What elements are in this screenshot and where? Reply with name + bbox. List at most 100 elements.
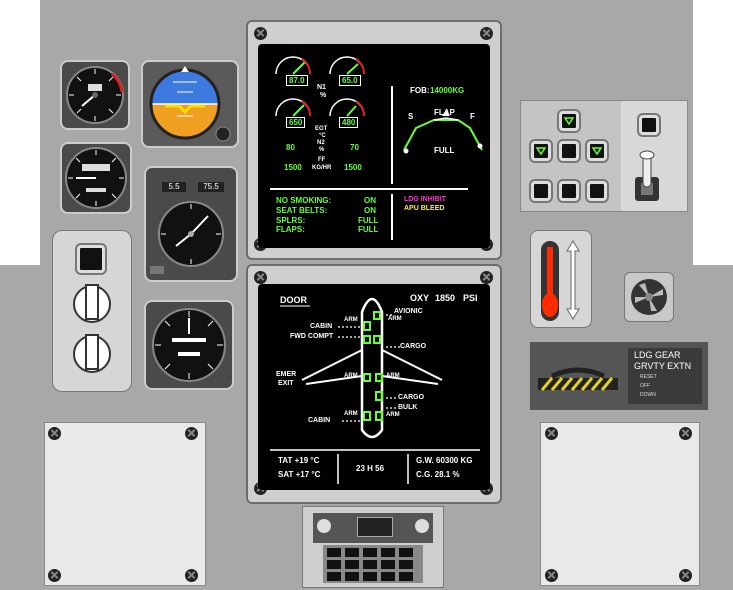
screw-icon <box>545 569 558 582</box>
fob-label: FOB: <box>410 86 430 95</box>
ff-label: FF <box>318 157 326 163</box>
n1-label: N1 <box>317 84 326 91</box>
egt-left-value: 650 <box>286 117 306 128</box>
vent-panel <box>624 272 674 322</box>
fan-icon[interactable] <box>625 273 673 321</box>
arm-label: ARM <box>386 412 400 418</box>
sat-readout: SAT +17 °C <box>278 470 321 479</box>
n1-unit: % <box>320 92 327 99</box>
indicator-button-icon[interactable] <box>531 141 551 161</box>
radio-knob-icon[interactable] <box>317 519 331 533</box>
rotary-knob-icon[interactable] <box>71 283 113 325</box>
attitude-indicator <box>141 60 239 148</box>
ldg-inhibit-memo: LDG INHIBIT <box>404 196 446 203</box>
oxy-label: OXY <box>410 293 430 303</box>
radio-button-bank <box>323 545 423 583</box>
toggle-switch-icon[interactable] <box>625 149 669 209</box>
lower-ecam-screen: DOOR OXY 1850 PSI ARM ARM AVIONIC CABIN … <box>258 284 490 490</box>
n2-unit: % <box>319 147 325 153</box>
avionic-label: AVIONIC <box>394 308 423 315</box>
screw-icon <box>545 427 558 440</box>
attitude-horizon-icon <box>149 66 231 142</box>
fob-value: 14000KG <box>430 86 465 95</box>
gravity-extension-placard <box>628 348 702 404</box>
cabin-fwd-label: CABIN <box>310 323 333 330</box>
radio-buttons-graphic[interactable] <box>323 545 423 583</box>
apu-bleed-memo: APU BLEED <box>404 205 445 212</box>
status-label-flaps: FLAPS: <box>276 225 305 234</box>
bulk-label: BULK <box>398 404 418 411</box>
flap-f-label: F <box>470 112 475 121</box>
upper-ecam-screen: 87.0 65.0 N1 % 650 480 EGT °C N2 % 80 70… <box>258 44 490 248</box>
arm-label: ARM <box>344 317 358 323</box>
cabin-aft-label: CABIN <box>308 417 331 424</box>
gear-extension-handle-icon[interactable] <box>538 362 618 392</box>
heading-dial-icon <box>152 308 226 382</box>
screw-icon <box>679 427 692 440</box>
exit-label: EXIT <box>278 380 294 387</box>
vertical-speed-indicator <box>60 142 132 214</box>
vsi-dial-icon <box>65 147 127 209</box>
center-of-gravity: C.G. 28.1 % <box>416 470 460 479</box>
airspeed-indicator <box>60 60 130 130</box>
radio-knob-icon[interactable] <box>415 519 429 533</box>
aircraft-doors-graphic <box>270 297 480 484</box>
left-switch-panel <box>52 230 132 392</box>
rotary-knob-icon[interactable] <box>71 333 113 375</box>
screw-icon <box>185 569 198 582</box>
arm-label: ARM <box>386 373 400 379</box>
square-pushbutton[interactable] <box>639 115 659 135</box>
arm-label: ARM <box>344 411 358 417</box>
status-label-seat-belts: SEAT BELTS: <box>276 206 328 215</box>
right-blank-plate <box>540 422 700 586</box>
square-pushbutton[interactable] <box>587 181 607 201</box>
cargo-aft-label: CARGO <box>398 394 425 401</box>
status-value-splrs: FULL <box>358 216 379 225</box>
oxy-value: 1850 <box>435 293 456 303</box>
engine-gauges-graphic <box>270 56 483 240</box>
brake-indicator-panel <box>530 230 592 328</box>
arm-label: ARM <box>388 316 402 322</box>
indicator-button-icon[interactable] <box>559 111 579 131</box>
left-blank-plate <box>44 422 206 586</box>
standby-altimeter: 5.5 75.5 <box>144 166 238 282</box>
square-pushbutton[interactable] <box>531 181 551 201</box>
n2-right-value: 70 <box>350 143 359 152</box>
screw-icon <box>480 27 493 40</box>
square-pushbutton[interactable] <box>559 141 579 161</box>
egt-label: EGT <box>315 126 328 132</box>
airspeed-dial-icon <box>66 66 124 124</box>
ff-right-value: 1500 <box>344 163 362 172</box>
status-label-no-smoking: NO SMOKING: <box>276 196 332 205</box>
gear-off-label: OFF <box>640 383 650 389</box>
square-pushbutton[interactable] <box>559 181 579 201</box>
oxy-unit: PSI <box>463 293 478 303</box>
n1-right-value: 65.0 <box>339 75 361 86</box>
right-control-panel <box>520 100 688 212</box>
screw-icon <box>185 427 198 440</box>
flap-label: FLAP <box>434 108 455 117</box>
gross-weight: G.W. 60300 KG <box>416 456 473 465</box>
fwd-compt-label: FWD COMPT <box>290 333 334 340</box>
egt-unit: °C <box>319 133 326 139</box>
gear-reset-label: RESET <box>640 374 657 380</box>
flap-s-label: S <box>408 112 414 121</box>
gear-label-line2: GRVTY EXTN <box>634 361 692 371</box>
door-title: DOOR <box>280 295 307 305</box>
tat-readout: TAT +19 °C <box>278 456 320 465</box>
panel-left-extension <box>0 265 44 590</box>
status-label-splrs: SPLRS: <box>276 216 306 225</box>
emer-label: EMER <box>276 371 297 378</box>
ff-unit: KG/HR <box>312 165 332 171</box>
status-value-flaps: FULL <box>358 225 379 234</box>
screw-icon <box>679 569 692 582</box>
utc-time: 23 H 56 <box>356 464 385 473</box>
gear-label-line1: LDG GEAR <box>634 350 681 360</box>
flap-full-label: FULL <box>434 146 455 155</box>
arm-label: ARM <box>344 373 358 379</box>
indicator-button-icon[interactable] <box>587 141 607 161</box>
screw-icon <box>254 271 267 284</box>
altimeter-left-window: 5.5 <box>162 182 186 192</box>
square-pushbutton[interactable] <box>77 245 105 273</box>
altimeter-right-window: 75.5 <box>198 182 224 192</box>
